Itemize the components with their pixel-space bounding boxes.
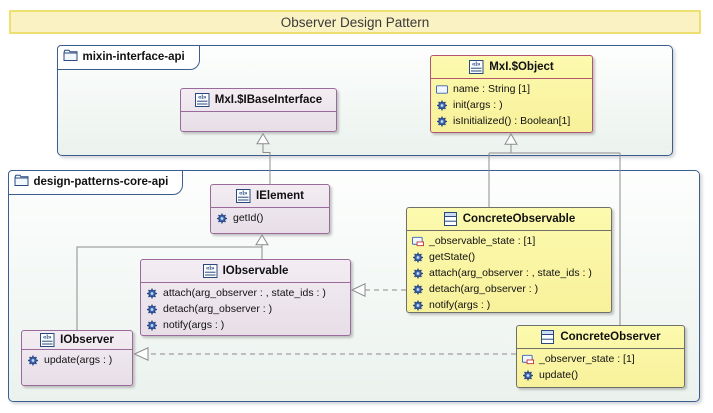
class-header: «I» MxI.$Object bbox=[431, 56, 592, 79]
member-label: init(args : ) bbox=[453, 99, 503, 111]
class-icon bbox=[540, 330, 555, 344]
package-tab-core[interactable]: design-patterns-core-api bbox=[7, 169, 184, 195]
operation-icon bbox=[412, 268, 424, 279]
package-tab-mixin[interactable]: mixin-interface-api bbox=[56, 44, 200, 70]
interface-icon: «I» bbox=[236, 189, 251, 203]
member-label: update(args : ) bbox=[44, 354, 113, 366]
member-label: detach(arg_observer : ) bbox=[163, 303, 273, 315]
operation-icon bbox=[522, 370, 534, 381]
class-header: «I» IObservable bbox=[141, 260, 350, 283]
folder-icon bbox=[14, 174, 29, 190]
member-label: notify(args : ) bbox=[163, 319, 225, 331]
operation-icon bbox=[27, 355, 39, 366]
member-label: getId() bbox=[233, 212, 264, 224]
member-row: getState() bbox=[412, 249, 607, 265]
member-label: _observable_state : [1] bbox=[429, 235, 536, 247]
interface-icon: «I» bbox=[202, 264, 218, 278]
member-row: attach(arg_observer : , state_ids : ) bbox=[146, 285, 346, 301]
svg-text:«I»: «I» bbox=[206, 266, 215, 272]
class-header: ConcreteObservable bbox=[407, 208, 611, 231]
member-row: notify(args : ) bbox=[412, 297, 607, 313]
member-row: _observable_state : [1] bbox=[412, 233, 607, 249]
member-label: update() bbox=[539, 369, 579, 381]
attribute-default-icon bbox=[412, 236, 424, 247]
class-iobservable[interactable]: «I» IObservable attach(arg_observer : , … bbox=[140, 259, 351, 336]
member-label: name : String [1] bbox=[453, 83, 531, 95]
empty-compartment bbox=[181, 112, 336, 114]
svg-text:«I»: «I» bbox=[198, 95, 207, 101]
class-name: IObserver bbox=[60, 334, 114, 346]
class-header: «I» MxI.$IBaseInterface bbox=[181, 89, 336, 112]
operation-icon bbox=[216, 213, 228, 224]
operation-icon bbox=[412, 284, 424, 295]
member-label: isInitialized() : Boolean[1] bbox=[453, 115, 571, 127]
operation-icon bbox=[146, 320, 158, 331]
member-label: attach(arg_observer : , state_ids : ) bbox=[163, 287, 326, 299]
class-name: IElement bbox=[256, 190, 304, 202]
attribute-icon bbox=[436, 84, 448, 95]
package-label: design-patterns-core-api bbox=[33, 175, 169, 188]
member-row: init(args : ) bbox=[436, 97, 588, 113]
operation-icon bbox=[412, 300, 424, 311]
member-row: isInitialized() : Boolean[1] bbox=[436, 113, 588, 129]
member-row: _observer_state : [1] bbox=[522, 351, 680, 367]
member-label: getState() bbox=[429, 251, 476, 263]
member-row: detach(arg_observer : ) bbox=[412, 281, 607, 297]
member-row: update() bbox=[522, 367, 680, 383]
class-concrete-observable[interactable]: ConcreteObservable _observable_state : [… bbox=[406, 207, 612, 313]
class-icon bbox=[443, 212, 458, 226]
member-label: detach(arg_observer : ) bbox=[429, 283, 539, 295]
member-row: name : String [1] bbox=[436, 81, 588, 97]
class-mxi-object[interactable]: «I» MxI.$Object name : String [1] init(a… bbox=[430, 55, 593, 133]
svg-text:«I»: «I» bbox=[239, 191, 248, 197]
folder-icon bbox=[63, 49, 78, 65]
class-name: IObservable bbox=[222, 265, 289, 277]
class-concrete-observer[interactable]: ConcreteObserver _observer_state : [1] u… bbox=[516, 325, 685, 388]
svg-text:«I»: «I» bbox=[43, 335, 52, 341]
class-ielement[interactable]: «I» IElement getId() bbox=[210, 184, 330, 234]
operation-icon bbox=[436, 116, 448, 127]
member-row: getId() bbox=[216, 210, 325, 226]
interface-icon: «I» bbox=[40, 333, 55, 347]
interface-icon: «I» bbox=[469, 60, 484, 74]
class-header: «I» IElement bbox=[211, 185, 329, 208]
operation-icon bbox=[436, 100, 448, 111]
class-name: ConcreteObserver bbox=[560, 331, 661, 343]
member-row: detach(arg_observer : ) bbox=[146, 301, 346, 317]
class-header: ConcreteObserver bbox=[517, 326, 684, 349]
member-row: update(args : ) bbox=[27, 352, 128, 368]
diagram-title-text: Observer Design Pattern bbox=[280, 14, 430, 30]
package-label: mixin-interface-api bbox=[82, 50, 185, 63]
operation-icon bbox=[412, 252, 424, 263]
svg-text:«I»: «I» bbox=[472, 62, 481, 68]
class-mxi-ibaseinterface[interactable]: «I» MxI.$IBaseInterface bbox=[180, 88, 337, 132]
member-row: notify(args : ) bbox=[146, 317, 346, 333]
operation-icon bbox=[146, 288, 158, 299]
class-header: «I» IObserver bbox=[22, 331, 132, 350]
operation-icon bbox=[146, 304, 158, 315]
member-label: _observer_state : [1] bbox=[539, 353, 635, 365]
diagram-title: Observer Design Pattern bbox=[9, 10, 701, 34]
attribute-default-icon bbox=[522, 354, 534, 365]
class-name: ConcreteObservable bbox=[462, 213, 576, 225]
interface-icon: «I» bbox=[194, 93, 210, 107]
class-iobserver[interactable]: «I» IObserver update(args : ) bbox=[21, 330, 133, 386]
class-name: MxI.$IBaseInterface bbox=[214, 94, 323, 106]
member-label: attach(arg_observer : , state_ids : ) bbox=[429, 267, 592, 279]
member-label: notify(args : ) bbox=[429, 299, 491, 311]
member-row: attach(arg_observer : , state_ids : ) bbox=[412, 265, 607, 281]
class-name: MxI.$Object bbox=[489, 61, 554, 73]
